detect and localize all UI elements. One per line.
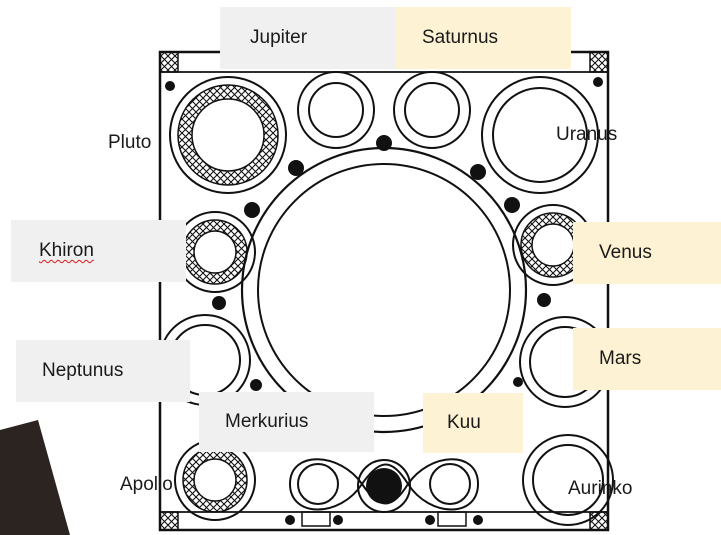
bolt-hole [593, 77, 603, 87]
bolt-hole [513, 377, 523, 387]
bottom-center-plug [366, 468, 402, 504]
label-saturnus: Saturnus [396, 7, 571, 69]
dark-edge-shape [0, 420, 70, 535]
label-khiron-text: Khiron [39, 240, 94, 262]
bolt-hole [288, 160, 304, 176]
corner-block-top-right [590, 52, 608, 72]
corner-block-top-left [160, 52, 178, 72]
label-aurinko: Aurinko [568, 474, 668, 504]
corner-block-bottom-left [160, 512, 178, 530]
central-bore-outer [242, 148, 526, 432]
central-bore-inner [258, 164, 510, 416]
port-top-right-inner [405, 83, 459, 137]
bolt-hole [333, 515, 343, 525]
label-apollo: Apollo [120, 470, 200, 500]
port-top-left-inner [309, 83, 363, 137]
bottom-stub-left [302, 512, 330, 526]
bolt-hole [244, 202, 260, 218]
bolt-hole [285, 515, 295, 525]
bolt-hole [537, 293, 551, 307]
port-pluto-hatched-ring [178, 85, 278, 185]
label-uranus: Uranus [556, 120, 646, 150]
bolt-hole [376, 135, 392, 151]
label-mars: Mars [573, 328, 721, 390]
bolt-hole [212, 296, 226, 310]
label-venus: Venus [573, 222, 721, 284]
bolt-hole [425, 515, 435, 525]
label-neptunus: Neptunus [16, 340, 190, 402]
port-khiron-hatched-ring [183, 220, 247, 284]
corner-block-bottom-right [590, 512, 608, 530]
label-kuu: Kuu [423, 393, 523, 453]
label-jupiter: Jupiter [220, 7, 396, 69]
bottom-stub-right [438, 512, 466, 526]
label-merkurius: Merkurius [199, 392, 374, 452]
label-pluto: Pluto [108, 128, 178, 158]
bolt-hole [250, 379, 262, 391]
label-khiron: Khiron [11, 220, 186, 282]
bolt-hole [470, 164, 486, 180]
bolt-hole [504, 197, 520, 213]
bolt-hole [165, 81, 175, 91]
bottom-port-left-inner [298, 464, 338, 504]
bolt-hole [473, 515, 483, 525]
bottom-port-right-inner [430, 464, 470, 504]
